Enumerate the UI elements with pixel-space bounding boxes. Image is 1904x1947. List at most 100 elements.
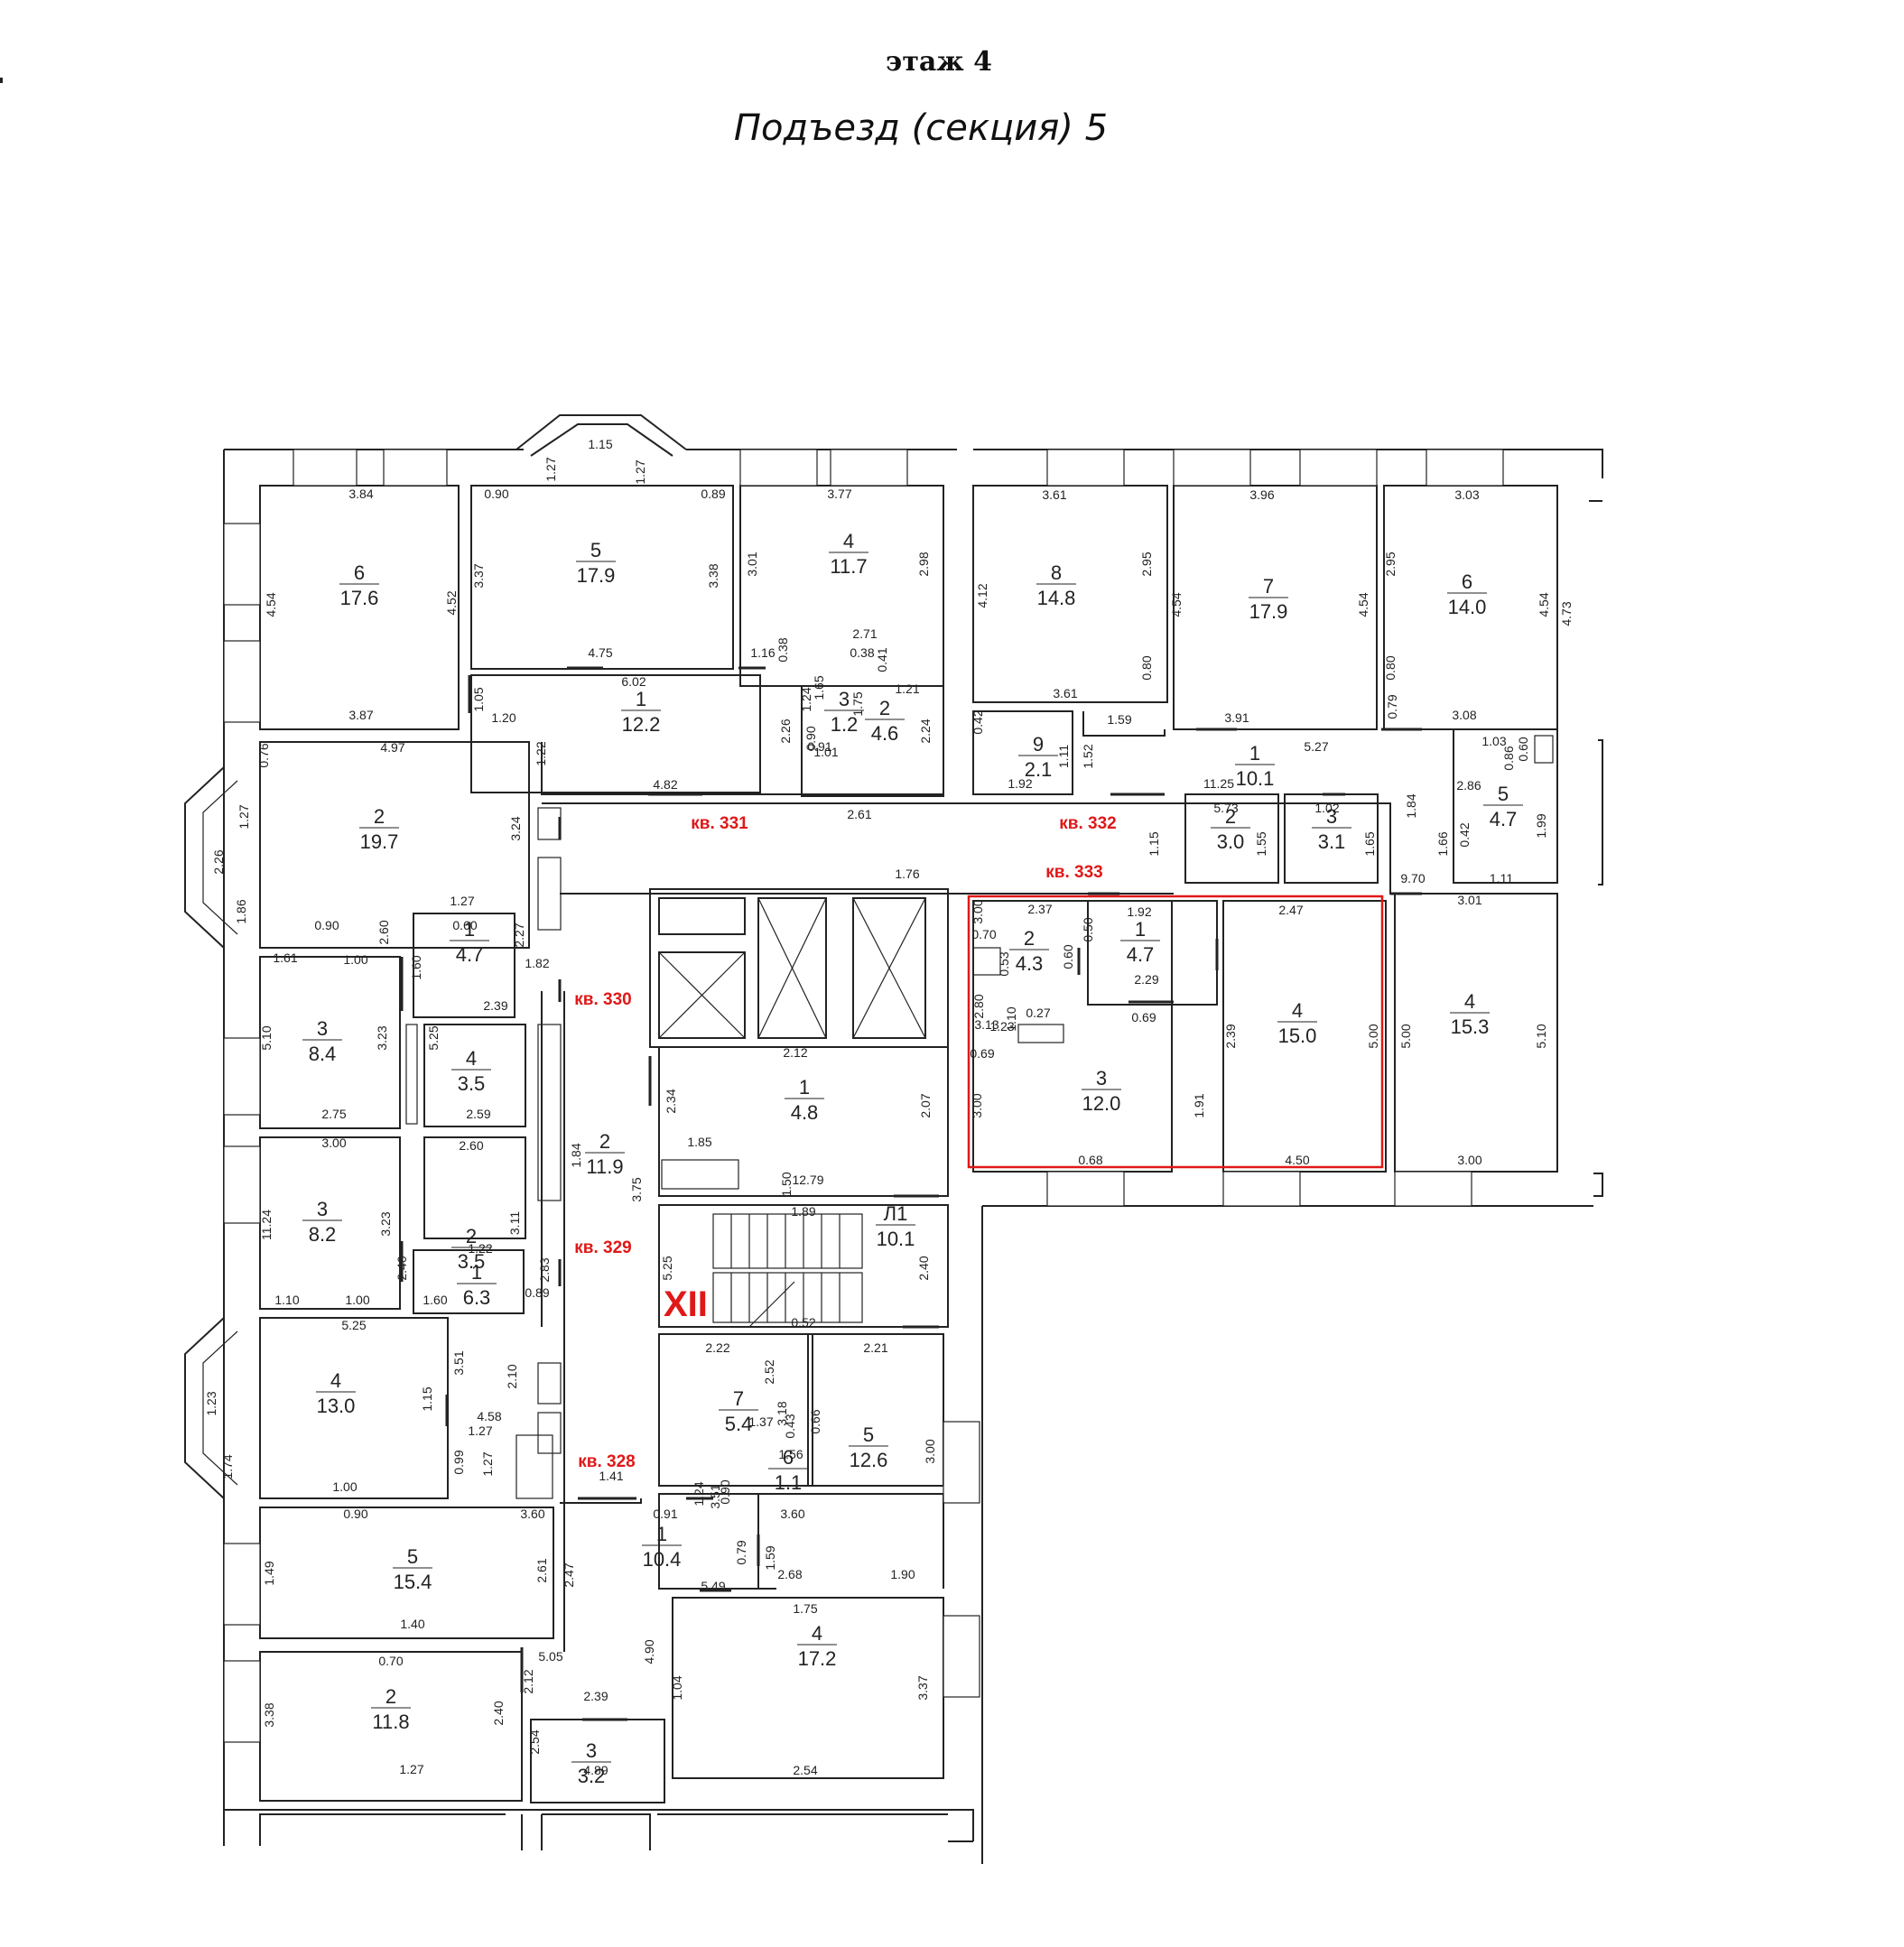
room-number: 4 [466, 1047, 477, 1070]
room-number: 3 [317, 1198, 328, 1220]
dimension-label: 1.91 [1192, 1093, 1206, 1117]
dimension-label: 3.03 [1454, 487, 1479, 502]
dimension-label: 2.71 [852, 626, 877, 641]
dimension-label: 2.27 [512, 923, 526, 947]
dimension-label: 1.82 [525, 956, 549, 970]
dimension-label: 0.41 [875, 647, 889, 672]
dimension-label: 1.05 [471, 687, 486, 711]
room-area: 3.1 [1318, 830, 1346, 853]
room-number: 3 [1096, 1067, 1107, 1089]
room-area: 2.1 [1025, 758, 1053, 781]
dimension-label: 2.54 [527, 1729, 542, 1754]
room-area: 14.8 [1037, 587, 1076, 609]
stair-flights [712, 1213, 863, 1328]
dimension-label: 1.37 [748, 1414, 773, 1429]
dimension-label: 2.39 [483, 998, 507, 1013]
dimension-label: 0.68 [1078, 1153, 1102, 1167]
room-number: 4 [812, 1622, 822, 1645]
dimension-label: 2.52 [762, 1359, 776, 1384]
dimension-label: 3.23 [375, 1025, 389, 1050]
dimension-label: 1.15 [588, 437, 612, 451]
room-number: 6 [354, 561, 365, 584]
dimension-label: 1.21 [895, 681, 919, 696]
dimension-label: 2.61 [847, 807, 871, 821]
dimension-label: 0.99 [451, 1450, 466, 1474]
room-number: 9 [1033, 733, 1044, 756]
apartment-label: кв. 331 [691, 814, 748, 833]
floor-title: этаж 4 [886, 46, 992, 78]
dimension-label: 1.27 [237, 804, 251, 829]
dimension-label: 5.10 [1534, 1024, 1548, 1048]
room-number: 5 [863, 1423, 874, 1446]
dimension-label: 0.90 [484, 487, 508, 501]
dimension-label: 1.60 [409, 955, 423, 979]
room-area: 15.0 [1278, 1024, 1317, 1047]
dimension-label: 0.79 [1385, 694, 1399, 719]
dimension-label: 1.27 [543, 457, 558, 481]
dimension-label: 3.08 [1452, 708, 1476, 722]
dimension-label: 1.27 [480, 1451, 495, 1476]
dimension-label: 0.76 [256, 743, 271, 767]
apartment-label: кв. 333 [1045, 863, 1102, 882]
dimension-label: 1.49 [262, 1561, 276, 1585]
dimension-label: 5.05 [538, 1649, 562, 1664]
room-area: 13.0 [317, 1395, 356, 1417]
dimension-label: 4.54 [1169, 592, 1184, 617]
dimension-label: 0.42 [971, 709, 985, 734]
dimension-label: 2.07 [918, 1093, 933, 1117]
dimension-label: 2.12 [783, 1045, 807, 1060]
dimension-label: 6.02 [621, 674, 646, 689]
dimension-label: 0.90 [314, 918, 339, 932]
room-area: 15.3 [1451, 1015, 1490, 1038]
dimension-label: 2.75 [321, 1107, 346, 1121]
room-area: 3.5 [458, 1250, 486, 1273]
room-area: 17.9 [1249, 600, 1288, 623]
dimension-label: 2.47 [1278, 903, 1303, 917]
dimension-label: 5.25 [426, 1025, 441, 1050]
dimension-label: 11.24 [259, 1210, 274, 1240]
dimension-label: 1.56 [778, 1447, 803, 1461]
room-area: 4.7 [1490, 808, 1518, 830]
dimension-label: 1.11 [1490, 871, 1513, 885]
room-area: 12.6 [850, 1449, 888, 1471]
apartment-label: кв. 328 [578, 1452, 635, 1471]
dimension-label: 2.61 [534, 1558, 549, 1582]
dimension-label: 1.15 [420, 1386, 434, 1411]
dimension-label: 1.76 [895, 867, 919, 881]
dimension-label: 9.70 [1400, 871, 1425, 885]
dimension-label: 0.86 [1501, 746, 1516, 770]
dimension-label: 2.95 [1139, 552, 1154, 576]
dimension-label: 2.40 [916, 1256, 931, 1280]
room-number: 3 [586, 1739, 597, 1762]
room-number: 2 [1024, 927, 1035, 950]
room-number: 4 [1292, 999, 1303, 1022]
dimension-label: 1.24 [692, 1481, 706, 1506]
dimension-label: 1.92 [1127, 904, 1151, 919]
dimension-label: 1.90 [890, 1567, 915, 1581]
room-area: 4.3 [1016, 952, 1044, 975]
room-area: 4.6 [871, 722, 899, 745]
room-number: 2 [879, 697, 890, 719]
room-number: 3 [1326, 805, 1337, 828]
dimension-label: 0.60 [452, 918, 477, 932]
dimension-label: 3.75 [629, 1177, 644, 1201]
dimension-label: 0.90 [718, 1479, 732, 1504]
dimension-label: 0.91 [653, 1507, 677, 1521]
room-area: 11.8 [372, 1711, 409, 1733]
dimension-label: 3.11 [507, 1211, 522, 1235]
dimension-label: 0.79 [734, 1540, 748, 1564]
room-number: 5 [407, 1545, 418, 1568]
room-number: 1 [471, 1261, 482, 1284]
dimension-label: 2.24 [918, 719, 933, 743]
dimension-label: 4.90 [642, 1639, 656, 1664]
room-number: 4 [330, 1369, 341, 1392]
dimension-label: 4.12 [975, 583, 989, 607]
dimension-label: 4.52 [444, 590, 459, 615]
room-number: 3 [317, 1017, 328, 1040]
dimension-label: 3.87 [348, 708, 373, 722]
dimension-label: 2.59 [466, 1107, 490, 1121]
dimension-label: 3.24 [508, 816, 523, 840]
dimension-label: 4.58 [477, 1409, 501, 1423]
room-area: 1.2 [831, 713, 859, 736]
